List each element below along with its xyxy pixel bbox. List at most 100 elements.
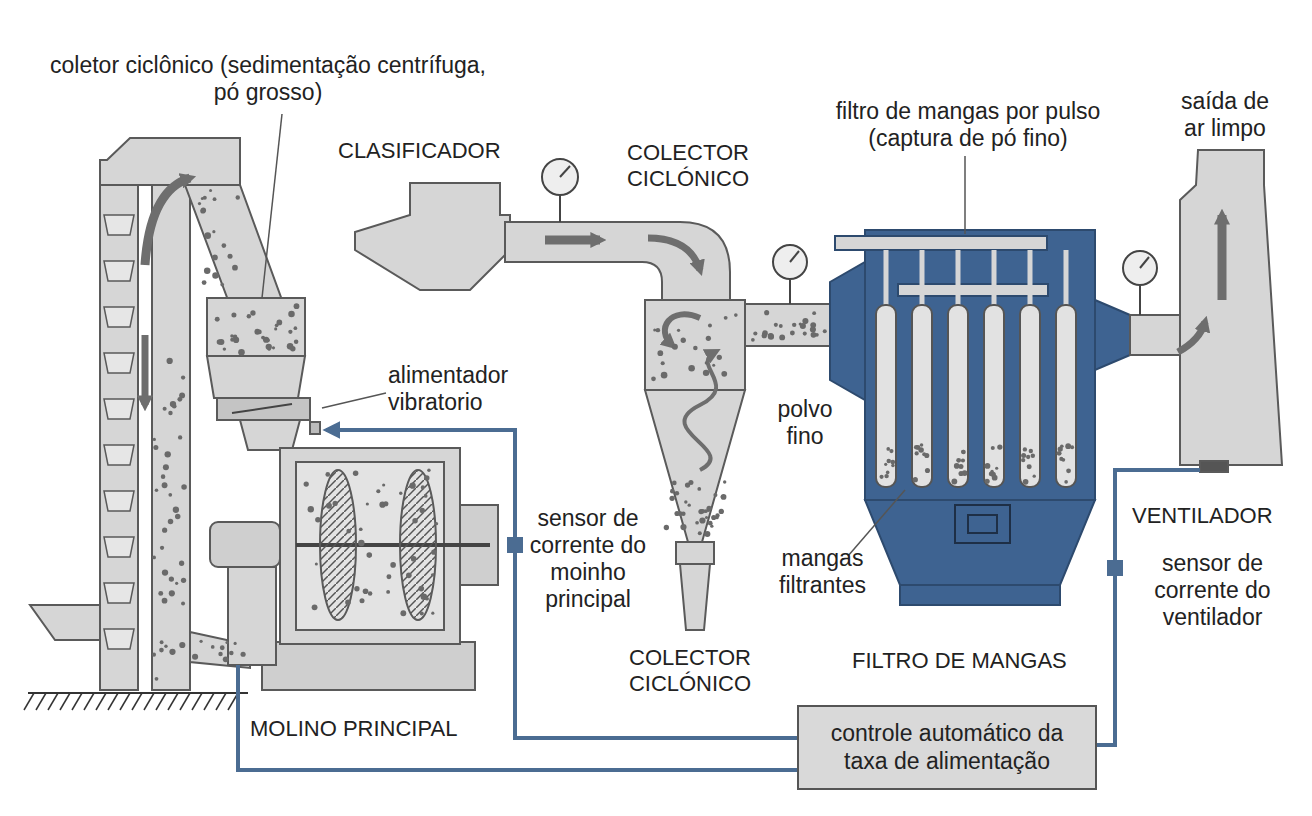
particle xyxy=(1065,443,1071,449)
bucket xyxy=(104,353,134,373)
particle xyxy=(886,471,890,475)
particle xyxy=(368,591,373,596)
particle xyxy=(672,481,677,486)
particle xyxy=(354,586,359,591)
particle xyxy=(241,652,246,657)
part-label: COLECTOR CICLÓNICO xyxy=(603,140,773,192)
part-label: MOLINO PRINCIPAL xyxy=(250,716,457,742)
particle xyxy=(425,597,429,601)
bucket xyxy=(104,307,134,327)
particle xyxy=(418,586,424,592)
particle xyxy=(294,339,299,344)
particle xyxy=(708,324,712,328)
particle xyxy=(1023,479,1029,485)
particle xyxy=(1021,458,1025,462)
cyclone-hopper xyxy=(207,298,320,450)
particle xyxy=(221,243,226,248)
ground-hatch xyxy=(84,693,94,710)
particle xyxy=(985,463,991,469)
particle xyxy=(231,313,236,318)
particle xyxy=(421,485,425,489)
particle xyxy=(774,323,778,327)
particle xyxy=(383,501,388,506)
particle xyxy=(889,449,893,453)
particle xyxy=(721,494,727,500)
particle xyxy=(181,578,186,583)
particle xyxy=(719,509,724,514)
particle xyxy=(169,590,175,596)
particle xyxy=(803,332,807,336)
particle xyxy=(294,326,298,330)
box-text: controle automático da taxa de alimentaç… xyxy=(809,720,1085,774)
particle xyxy=(274,327,277,330)
particle xyxy=(695,521,699,525)
particle xyxy=(168,411,172,415)
particle xyxy=(360,598,365,603)
part-label: FILTRO DE MANGAS xyxy=(852,648,1067,674)
particle xyxy=(961,450,965,454)
particle xyxy=(315,562,318,565)
particle xyxy=(164,644,167,647)
particle xyxy=(1029,449,1033,453)
particle xyxy=(152,653,156,657)
particle xyxy=(411,556,417,562)
particle xyxy=(169,649,175,655)
particle xyxy=(802,318,808,324)
ground-hatch xyxy=(132,693,142,710)
bucket xyxy=(104,537,134,557)
particle xyxy=(201,208,206,213)
particle xyxy=(672,344,678,350)
particle xyxy=(215,317,220,322)
ground-hatch xyxy=(144,693,154,710)
particle xyxy=(198,202,201,205)
particle xyxy=(684,500,687,503)
particle xyxy=(160,546,164,550)
particle xyxy=(768,333,774,339)
particle xyxy=(711,515,716,520)
particle xyxy=(961,458,965,462)
particle xyxy=(257,330,262,335)
ground-hatch xyxy=(120,693,130,710)
particle xyxy=(675,491,680,496)
particle xyxy=(956,458,961,463)
particle xyxy=(753,331,757,335)
particle xyxy=(409,483,415,489)
particle xyxy=(705,361,708,364)
ground-hatch xyxy=(60,693,70,710)
particle xyxy=(238,349,245,356)
particle xyxy=(152,555,156,559)
particle xyxy=(167,358,173,364)
particle xyxy=(232,265,238,271)
leader-lines xyxy=(262,114,965,556)
vibrating-feeder xyxy=(217,398,310,420)
ground-hatch xyxy=(36,693,46,710)
particle xyxy=(213,197,217,201)
particle xyxy=(884,474,888,478)
particle xyxy=(161,474,166,479)
particle xyxy=(168,493,172,497)
pulse-pipe xyxy=(1028,250,1033,305)
particle xyxy=(181,602,185,606)
particle xyxy=(664,525,669,530)
particle xyxy=(162,528,167,533)
part-label: VENTILADOR xyxy=(1132,503,1273,529)
particle xyxy=(701,509,706,514)
particle xyxy=(294,303,300,309)
filter-bag xyxy=(1056,305,1076,487)
particle xyxy=(181,484,187,490)
particle xyxy=(325,472,330,477)
particle xyxy=(204,268,211,275)
particle xyxy=(250,310,255,315)
particle xyxy=(266,344,272,350)
part-label: mangas filtrantes xyxy=(765,545,880,599)
ground-hatch xyxy=(156,693,166,710)
particle xyxy=(312,604,318,610)
particle xyxy=(234,642,237,645)
bucket xyxy=(104,215,134,235)
particle xyxy=(153,438,156,441)
particle xyxy=(386,574,391,579)
ground-hatch xyxy=(48,693,58,710)
particle xyxy=(920,443,924,447)
filter-bag xyxy=(948,305,968,487)
particle xyxy=(420,611,424,615)
